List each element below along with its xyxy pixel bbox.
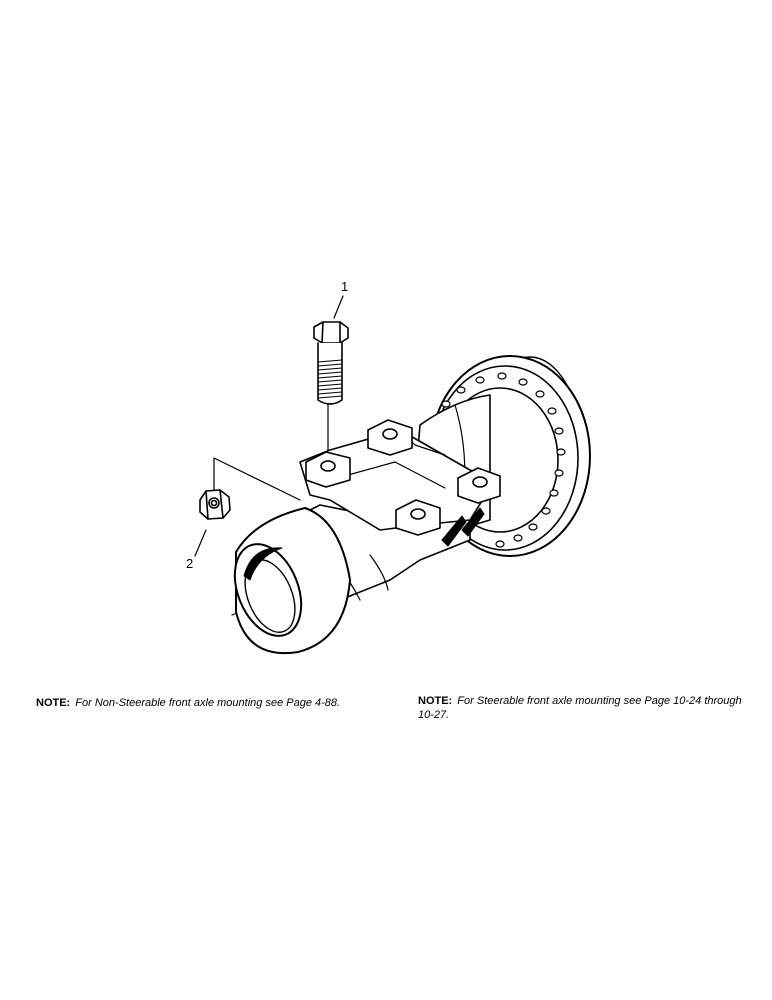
reinforcement-ribs <box>441 507 485 547</box>
bore-shading <box>243 547 283 581</box>
hex-bolt <box>313 321 349 405</box>
note-label: NOTE: <box>418 695 453 707</box>
leader-line-2 <box>194 529 207 557</box>
mounting-pad-1 <box>305 451 351 488</box>
mounting-hole <box>410 508 426 520</box>
mounting-hole <box>472 476 488 488</box>
mounting-pad-3 <box>457 467 501 504</box>
mounting-pad-2 <box>367 419 413 456</box>
mounting-hole <box>320 460 336 472</box>
bore-collar <box>233 507 351 655</box>
note-steerable: NOTE: For Steerable front axle mounting … <box>418 694 748 722</box>
mounting-pad-4 <box>395 499 441 536</box>
note-non-steerable: NOTE: For Non-Steerable front axle mount… <box>36 696 396 710</box>
callout-bolt: 1 <box>341 279 349 294</box>
mounting-hole <box>382 428 398 440</box>
nut-center-line <box>213 457 301 501</box>
leader-line-1 <box>333 295 344 319</box>
callout-nut: 2 <box>186 556 194 571</box>
note-label: NOTE: <box>36 697 71 709</box>
note-text: For Non-Steerable front axle mounting se… <box>75 697 341 709</box>
hex-nut <box>199 489 231 520</box>
note-text: For Steerable front axle mounting see Pa… <box>418 695 742 721</box>
